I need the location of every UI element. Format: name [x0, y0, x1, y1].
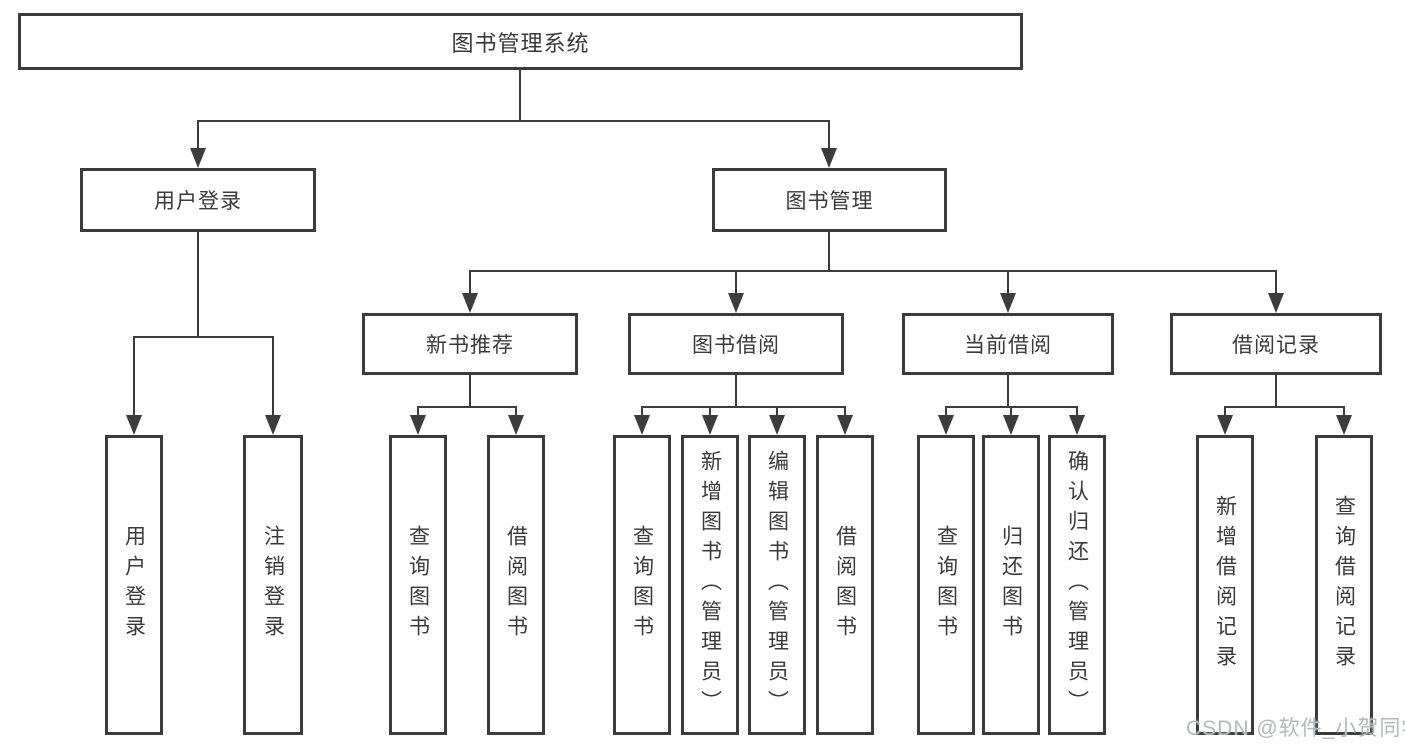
connector-leaf [641, 406, 643, 415]
connector-borrow-records-hline [1224, 406, 1345, 408]
leaf-edit-book-admin-label: 编辑图书（管理员） [765, 450, 789, 720]
arrow-down-icon [1069, 415, 1085, 435]
node-current-borrow-label: 当前借阅 [964, 334, 1052, 357]
node-borrow-records: 借阅记录 [1170, 313, 1382, 375]
arrow-down-icon [821, 148, 837, 168]
node-library-system-label: 图书管理系统 [451, 30, 590, 56]
csdn-watermark: CSDN @软件_小贺同学 [1186, 717, 1405, 740]
connector-to-borrow-records [1275, 270, 1277, 293]
connector-leaf [776, 406, 778, 415]
arrow-down-icon [728, 293, 744, 313]
leaf-query-borrow-record: 查询借阅记录 [1315, 435, 1373, 735]
leaf-add-borrow-record-label: 新增借阅记录 [1213, 495, 1237, 675]
leaf-query-books-borrow: 查询图书 [613, 435, 671, 735]
connector-book-management-hline [469, 270, 1277, 272]
leaf-add-book-admin-label: 新增图书（管理员） [698, 450, 722, 720]
node-user-login: 用户登录 [80, 168, 316, 232]
arrow-down-icon [1217, 415, 1233, 435]
leaf-return-books: 归还图书 [982, 435, 1040, 735]
node-current-borrow: 当前借阅 [902, 313, 1114, 375]
leaf-user-login: 用户登录 [105, 435, 163, 735]
connector-root-stub [519, 70, 521, 120]
node-book-management: 图书管理 [712, 168, 947, 232]
connector-new-book-hline [417, 406, 517, 408]
leaf-query-books-recommend-label: 查询图书 [406, 525, 430, 645]
leaf-return-books-label: 归还图书 [999, 525, 1023, 645]
connector-to-current-borrow [1007, 270, 1009, 293]
leaf-query-books-current-label: 查询图书 [934, 525, 958, 645]
leaf-borrow-books-recommend-label: 借阅图书 [504, 525, 528, 645]
leaf-query-books-borrow-label: 查询图书 [630, 525, 654, 645]
arrow-down-icon [265, 415, 281, 435]
leaf-edit-book-admin: 编辑图书（管理员） [748, 435, 806, 735]
arrow-down-icon [410, 415, 426, 435]
leaf-borrow-books: 借阅图书 [816, 435, 874, 735]
leaf-query-books-current: 查询图书 [917, 435, 975, 735]
arrow-down-icon [508, 415, 524, 435]
connector-book-borrow-stub [735, 375, 737, 406]
arrow-down-icon [702, 415, 718, 435]
arrow-down-icon [837, 415, 853, 435]
connector-user-login-stub [197, 232, 199, 336]
arrow-down-icon [634, 415, 650, 435]
connector-leaf [844, 406, 846, 415]
connector-user-login-hline [133, 336, 274, 338]
connector-leaf [1224, 406, 1226, 415]
connector-root-hline [197, 120, 830, 122]
arrow-down-icon [1000, 293, 1016, 313]
connector-book-borrow-hline [641, 406, 846, 408]
connector-to-leaf-user-login [133, 336, 135, 415]
connector-to-user-login [197, 120, 199, 148]
leaf-confirm-return-admin-label: 确认归还（管理员） [1065, 450, 1089, 720]
node-book-management-label: 图书管理 [785, 190, 874, 213]
connector-to-leaf-logout [272, 336, 274, 415]
node-new-book-recommend: 新书推荐 [362, 313, 578, 375]
connector-leaf [945, 406, 947, 415]
connector-to-book-management [828, 120, 830, 148]
arrow-down-icon [126, 415, 142, 435]
leaf-confirm-return-admin: 确认归还（管理员） [1048, 435, 1106, 735]
arrow-down-icon [462, 293, 478, 313]
leaf-logout-label: 注销登录 [261, 525, 285, 645]
arrow-down-icon [190, 148, 206, 168]
arrow-down-icon [938, 415, 954, 435]
leaf-add-borrow-record: 新增借阅记录 [1196, 435, 1254, 735]
leaf-logout: 注销登录 [243, 435, 303, 735]
connector-book-management-stub [828, 232, 830, 270]
node-new-book-recommend-label: 新书推荐 [426, 334, 514, 357]
connector-current-borrow-stub [1007, 375, 1009, 406]
node-user-login-label: 用户登录 [154, 190, 242, 213]
connector-to-book-borrow [735, 270, 737, 293]
node-library-system: 图书管理系统 [18, 13, 1023, 70]
node-book-borrow: 图书借阅 [628, 313, 844, 375]
connector-leaf [709, 406, 711, 415]
arrow-down-icon [1336, 415, 1352, 435]
connector-leaf [515, 406, 517, 415]
arrow-down-icon [1268, 293, 1284, 313]
arrow-down-icon [769, 415, 785, 435]
leaf-query-borrow-record-label: 查询借阅记录 [1332, 495, 1356, 675]
connector-new-book-stub [469, 375, 471, 406]
leaf-user-login-label: 用户登录 [122, 525, 146, 645]
connector-to-new-book-recommend [469, 270, 471, 293]
leaf-add-book-admin: 新增图书（管理员） [681, 435, 739, 735]
leaf-borrow-books-recommend: 借阅图书 [487, 435, 545, 735]
leaf-query-books-recommend: 查询图书 [389, 435, 447, 735]
node-borrow-records-label: 借阅记录 [1232, 334, 1320, 357]
connector-borrow-records-stub [1275, 375, 1277, 406]
node-book-borrow-label: 图书借阅 [692, 334, 780, 357]
connector-leaf [1343, 406, 1345, 415]
leaf-borrow-books-label: 借阅图书 [833, 525, 857, 645]
connector-leaf [1076, 406, 1078, 415]
connector-leaf [417, 406, 419, 415]
connector-leaf [1010, 406, 1012, 415]
arrow-down-icon [1003, 415, 1019, 435]
